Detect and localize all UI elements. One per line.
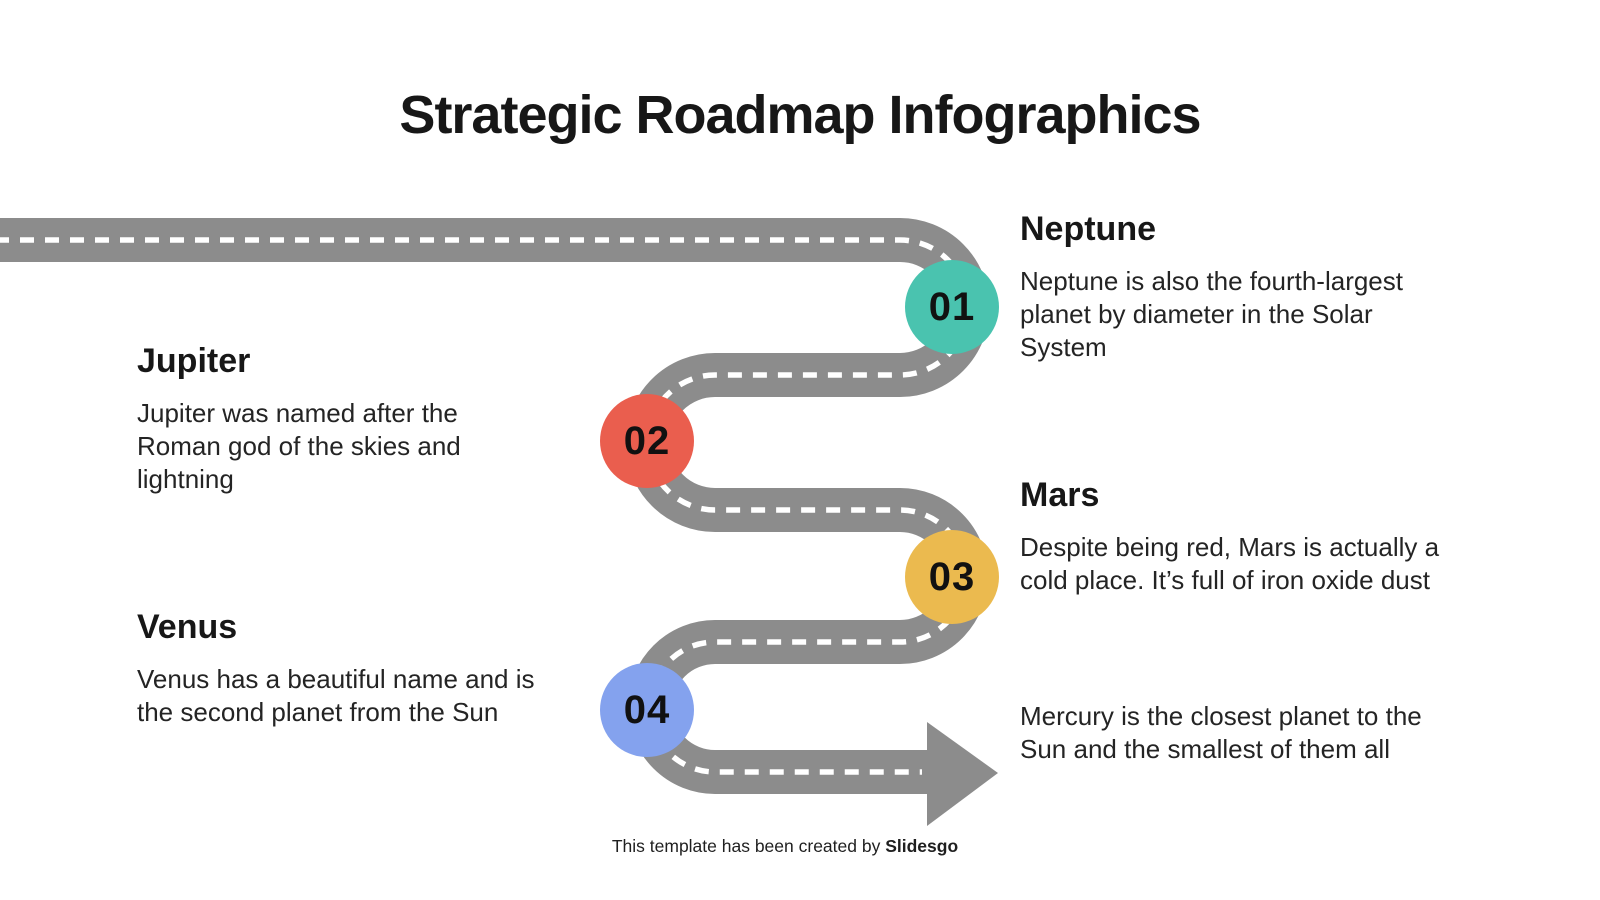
step-number-04: 04 bbox=[623, 687, 671, 732]
step-description-mars: Despite being red, Mars is actually a co… bbox=[1020, 532, 1440, 595]
step-title-mars: Mars bbox=[1020, 476, 1100, 514]
step-description-jupiter: Jupiter was named after the Roman god of… bbox=[137, 398, 461, 494]
step-block-mars: Mars Despite being red, Mars is actually… bbox=[1020, 476, 1452, 597]
step-badge-04: 04 bbox=[600, 663, 694, 757]
step-number-03: 03 bbox=[928, 554, 976, 599]
step-badge-03: 03 bbox=[905, 530, 999, 624]
step-block-neptune: Neptune Neptune is also the fourth-large… bbox=[1020, 210, 1432, 363]
step-number-02: 02 bbox=[623, 418, 671, 463]
step-number-01: 01 bbox=[928, 284, 976, 329]
mercury-note: Mercury is the closest planet to the Sun… bbox=[1020, 701, 1422, 764]
footer-credit: This template has been created by Slides… bbox=[0, 836, 1570, 857]
step-title-jupiter: Jupiter bbox=[137, 342, 251, 380]
step-badge-02: 02 bbox=[600, 394, 694, 488]
step-description-venus: Venus has a beautiful name and is the se… bbox=[137, 664, 535, 727]
footer-text: This template has been created by bbox=[611, 836, 886, 856]
step-block-venus: Venus Venus has a beautiful name and is … bbox=[137, 608, 545, 729]
step-block-jupiter: Jupiter Jupiter was named after the Roma… bbox=[137, 342, 542, 495]
step-title-neptune: Neptune bbox=[1020, 210, 1156, 248]
step-description-neptune: Neptune is also the fourth-largest plane… bbox=[1020, 266, 1403, 362]
road-arrowhead-icon bbox=[927, 722, 998, 826]
step-title-venus: Venus bbox=[137, 608, 238, 646]
footer-brand: Slidesgo bbox=[885, 836, 959, 856]
step-badge-01: 01 bbox=[905, 260, 999, 354]
slide-title: Strategic Roadmap Infographics bbox=[399, 85, 1201, 145]
